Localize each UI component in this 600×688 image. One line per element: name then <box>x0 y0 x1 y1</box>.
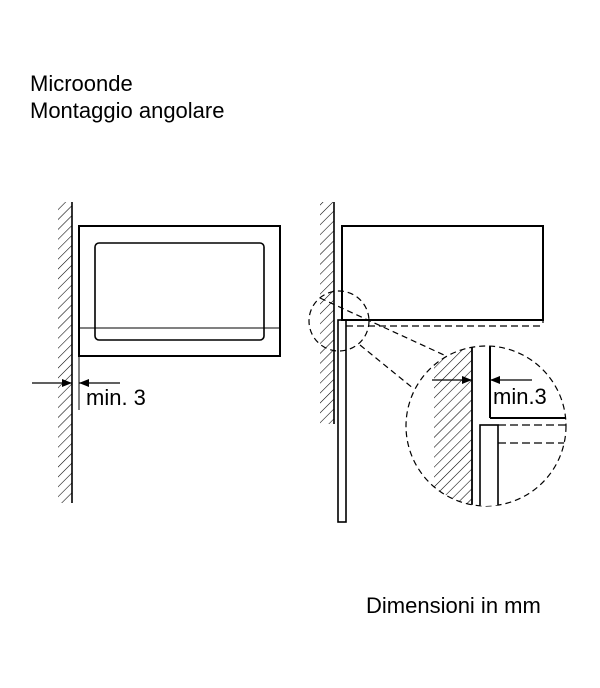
detail-callout: min.3 <box>308 290 567 507</box>
detail-gap-dimension: min.3 <box>432 376 547 409</box>
right-view: min.3 <box>308 202 567 523</box>
title-line-2: Montaggio angolare <box>30 98 225 123</box>
right-gap-label: min.3 <box>493 384 547 409</box>
title-line-1: Microonde <box>30 71 133 96</box>
left-view: min. 3 <box>32 202 281 503</box>
microwave-front-view <box>78 225 281 357</box>
detail-content <box>434 346 566 506</box>
left-gap-dimension: min. 3 <box>32 356 146 410</box>
units-note: Dimensioni in mm <box>366 593 541 618</box>
left-gap-label: min. 3 <box>86 385 146 410</box>
diagram-title: Microonde Montaggio angolare <box>30 70 224 124</box>
right-wall <box>320 202 335 424</box>
left-wall <box>58 202 73 503</box>
microwave-side-view <box>341 225 544 327</box>
